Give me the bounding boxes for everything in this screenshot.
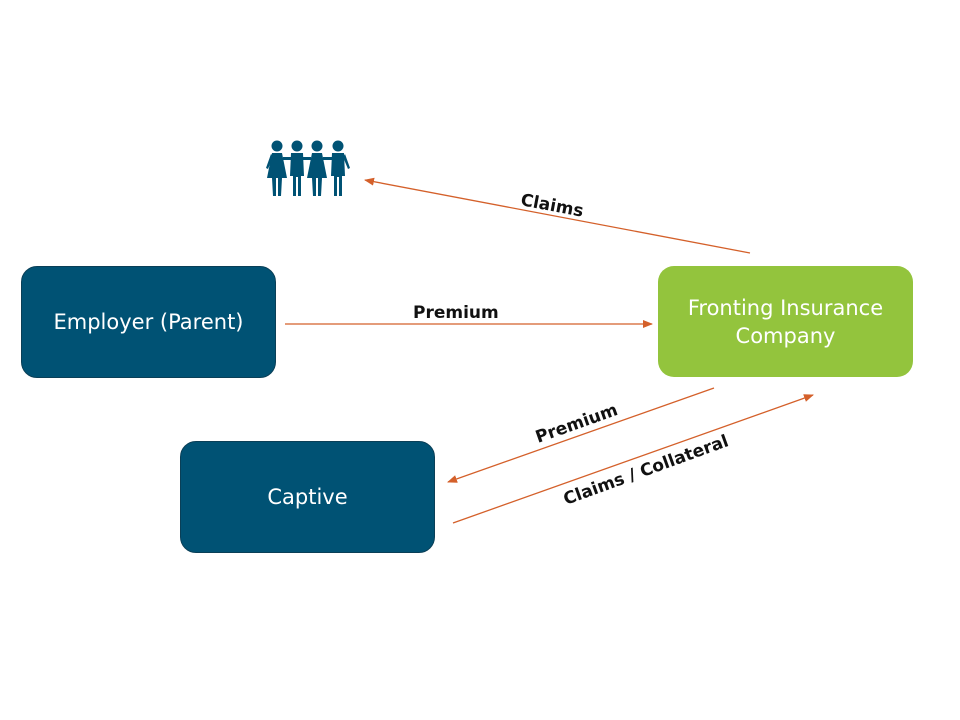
captive-node: Captive [180, 441, 435, 553]
employer-node: Employer (Parent) [21, 266, 276, 378]
claims-to-employees-arrow [364, 177, 751, 254]
person-female-icon [307, 140, 327, 196]
fronting-to-captive-premium-label: Premium [533, 400, 620, 447]
person-male-icon [290, 140, 304, 196]
captive-label: Captive [267, 485, 348, 509]
fronting-insurance-label: Fronting Insurance Company [687, 295, 884, 348]
employer-premium-label: Premium [413, 303, 499, 323]
claims-to-employees-label: Claims [519, 190, 585, 221]
people-group-icon [266, 140, 350, 196]
captive-to-fronting-arrow [452, 394, 814, 524]
employer-label: Employer (Parent) [53, 310, 244, 334]
fronting-to-captive-premium-arrow [447, 387, 715, 483]
person-female-icon [266, 140, 287, 196]
person-male-icon [331, 140, 350, 196]
captive-to-fronting-label: Claims / Collateral [561, 431, 731, 509]
fronting-insurance-node: Fronting Insurance Company [658, 266, 913, 377]
